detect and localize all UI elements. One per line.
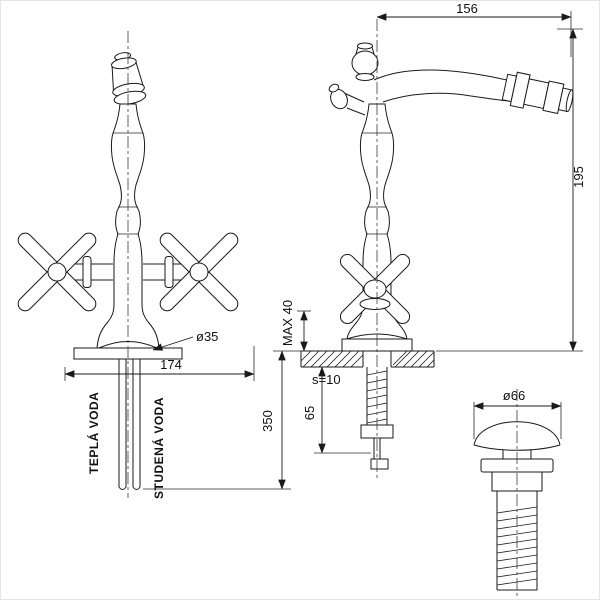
popup-knob-stem (343, 92, 365, 103)
dim-body-diameter: ø35 (196, 329, 218, 344)
cold-cross-handle (159, 232, 239, 312)
left-stem-flange (82, 256, 92, 288)
spout-bottom-edge (382, 92, 510, 103)
cross-handle-side (339, 253, 411, 325)
dim-spout-height: 195 (571, 166, 586, 188)
spout-outlet-front (111, 52, 147, 105)
right-stem-flange (164, 256, 174, 288)
waste-cap-rim (473, 444, 561, 451)
dim-shank-length: 65 (302, 406, 317, 420)
aerator (501, 71, 574, 115)
dim-hose-length: 350 (260, 410, 275, 432)
popup-knob (328, 83, 348, 110)
front-view (17, 52, 239, 490)
hot-cross-handle (17, 232, 97, 312)
dim-deck-thickness: s=10 (312, 372, 341, 387)
finial (351, 42, 379, 81)
cold-water-label: STUDENÁ VODA (151, 397, 166, 499)
popup-knob-stem (346, 107, 366, 116)
centerlines (127, 19, 518, 597)
popup-rod-end (370, 458, 389, 470)
dim-max-deck-thickness: MAX 40 (280, 300, 295, 346)
dim-overall-width: 174 (160, 357, 182, 372)
dimensions: 156 195 MAX 40 s=10 65 350 174 ø35 (64, 1, 586, 499)
side-view (300, 42, 574, 470)
supply-hoses (118, 359, 141, 490)
countertop-section (300, 350, 435, 368)
dim-spout-reach: 156 (456, 1, 478, 16)
dim-waste-cap-diameter: ø66 (503, 388, 525, 403)
hot-water-label: TEPLÁ VODA (86, 392, 101, 474)
spout-top-edge (373, 69, 512, 82)
